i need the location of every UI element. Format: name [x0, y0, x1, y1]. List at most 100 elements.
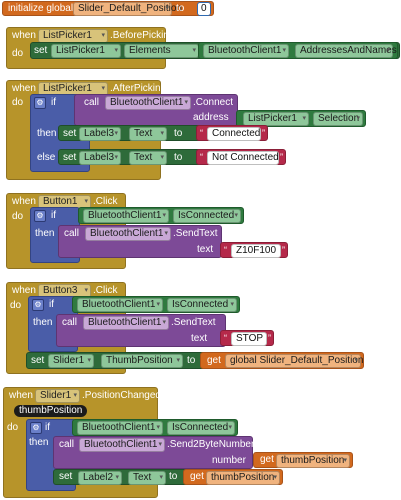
do-keyword: do	[12, 48, 24, 59]
chevron-down-icon: ▾	[356, 115, 360, 122]
number-socket-label: number	[212, 455, 246, 466]
get-variable-dropdown[interactable]: thumbPosition▾	[206, 471, 280, 485]
call-block-send2bytenumber[interactable]: call BluetoothClient1▾ .Send2ByteNumber …	[53, 436, 255, 469]
text-block-stop[interactable]: “ STOP ”	[220, 330, 274, 346]
else-text-value[interactable]: Not Connected	[207, 151, 279, 165]
gear-icon[interactable]: ⚙	[34, 97, 46, 109]
set-block-label2-text[interactable]: set Label2▾ Text▾ to	[53, 469, 193, 485]
call-block-sendtext-z10f100[interactable]: call BluetoothClient1▾ .SendText text	[58, 225, 222, 258]
chevron-down-icon: ▾	[160, 130, 164, 137]
if-keyword: if	[45, 422, 50, 433]
chevron-down-icon: ▾	[114, 130, 118, 137]
text-block-z10f100[interactable]: “ Z10F100 ”	[220, 242, 288, 258]
gear-icon[interactable]: ⚙	[34, 210, 46, 222]
get-variable-dropdown[interactable]: thumbPosition▾	[276, 454, 350, 468]
value-component-dropdown[interactable]: BluetoothClient1▾	[203, 44, 289, 58]
cond-component-dropdown[interactable]: BluetoothClient1▾	[83, 209, 169, 223]
event-component-dropdown[interactable]: ListPicker1▾	[38, 29, 108, 43]
then-text-value[interactable]: Connected	[207, 127, 261, 141]
to-keyword: to	[176, 3, 185, 14]
do-keyword: do	[12, 97, 24, 108]
to-keyword: to	[174, 128, 183, 139]
chevron-down-icon: ▾	[156, 301, 160, 308]
chevron-down-icon: ▾	[101, 32, 105, 39]
global-var-name-field[interactable]: Slider_Default_Position▾	[73, 2, 182, 16]
chevron-down-icon: ▾	[165, 5, 169, 12]
cond-property-dropdown[interactable]: IsConnected▾	[173, 209, 241, 223]
sendtext-value-stop[interactable]: STOP	[231, 332, 267, 346]
set-component-dropdown[interactable]: ListPicker1▾	[51, 44, 121, 58]
when-keyword: when	[9, 390, 33, 401]
get-block-thumbposition-set[interactable]: get thumbPosition▾	[183, 469, 283, 485]
event-name: .PositionChanged	[82, 390, 161, 401]
cond-component-dropdown[interactable]: BluetoothClient1▾	[77, 298, 163, 312]
chevron-down-icon: ▾	[87, 357, 91, 364]
set-keyword: set	[59, 471, 73, 482]
else-property-dropdown[interactable]: Text▾	[129, 151, 167, 165]
cond-property-dropdown[interactable]: IsConnected▾	[167, 298, 237, 312]
address-property-dropdown[interactable]: Selection▾	[313, 112, 363, 126]
sendtext-value-z10f100[interactable]: Z10F100	[231, 244, 281, 258]
then-component-dropdown[interactable]: Label3▾	[79, 127, 121, 141]
set-block-slider-thumbposition[interactable]: set Slider1▾ ThumbPosition▾ to	[26, 352, 206, 369]
get-block-global-default[interactable]: get global Slider_Default_Position▾	[200, 352, 364, 369]
component-prop-bluetooth-addresses[interactable]: BluetoothClient1▾ AddressesAndNames▾	[198, 42, 398, 59]
component-prop-isconnected[interactable]: BluetoothClient1▾ IsConnected▾	[72, 296, 240, 313]
value-property-dropdown[interactable]: AddressesAndNames▾	[295, 44, 397, 58]
do-keyword: do	[12, 211, 24, 222]
event-name: .BeforePicking	[110, 30, 175, 41]
text-block-connected[interactable]: “ Connected ”	[196, 125, 268, 141]
chevron-down-icon: ▾	[84, 287, 88, 294]
chevron-down-icon: ▾	[73, 392, 77, 399]
event-parameter-thumbposition[interactable]: thumbPosition	[14, 405, 88, 417]
do-keyword: do	[10, 300, 22, 311]
set-component-dropdown[interactable]: Label2▾	[78, 471, 122, 485]
set-property-dropdown[interactable]: Elements▾	[124, 44, 199, 58]
chevron-down-icon: ▾	[164, 230, 168, 237]
cond-component-dropdown[interactable]: BluetoothClient1▾	[77, 421, 163, 435]
set-block-label3-connected[interactable]: set Label3▾ Text▾ to	[58, 125, 208, 141]
gear-icon[interactable]: ⚙	[32, 299, 44, 311]
event-component-dropdown[interactable]: Button1▾	[38, 195, 91, 209]
call-block-sendtext-stop[interactable]: call BluetoothClient1▾ .SendText text	[56, 314, 226, 347]
set-property-dropdown[interactable]: Text▾	[128, 471, 166, 485]
call-keyword: call	[64, 228, 80, 239]
chevron-down-icon: ▾	[114, 154, 118, 161]
text-block-not-connected[interactable]: “ Not Connected ”	[196, 149, 286, 165]
open-quote: “	[200, 128, 203, 138]
else-component-dropdown[interactable]: Label3▾	[79, 151, 121, 165]
cond-property-dropdown[interactable]: IsConnected▾	[167, 421, 235, 435]
call-block-connect[interactable]: call BluetoothClient1▾ .Connect address	[74, 94, 238, 126]
close-quote: ”	[282, 245, 285, 255]
set-component-dropdown[interactable]: Slider1▾	[48, 354, 94, 368]
initialize-global-keyword: initialize global	[8, 3, 74, 14]
set-property-dropdown[interactable]: ThumbPosition▾	[101, 354, 183, 368]
then-property-dropdown[interactable]: Text▾	[129, 127, 167, 141]
open-quote: “	[224, 245, 227, 255]
call-component-dropdown[interactable]: BluetoothClient1▾	[79, 438, 165, 452]
call-method-name: .Connect	[193, 97, 234, 108]
get-keyword: get	[207, 355, 221, 366]
set-block-label3-not-connected[interactable]: set Label3▾ Text▾ to	[58, 149, 208, 165]
chevron-down-icon: ▾	[302, 115, 306, 122]
call-component-dropdown[interactable]: BluetoothClient1▾	[105, 96, 191, 110]
gear-icon[interactable]: ⚙	[30, 422, 42, 434]
call-method-name: .Send2ByteNumber	[167, 439, 255, 450]
component-prop-isconnected[interactable]: BluetoothClient1▾ IsConnected▾	[72, 419, 238, 436]
event-name: .AfterPicking	[110, 83, 167, 94]
event-component-dropdown[interactable]: Slider1▾	[35, 389, 80, 403]
address-component-dropdown[interactable]: ListPicker1▾	[243, 112, 309, 126]
call-component-dropdown[interactable]: BluetoothClient1▾	[83, 316, 169, 330]
call-component-dropdown[interactable]: BluetoothClient1▾	[85, 227, 171, 241]
chevron-down-icon: ▾	[176, 357, 180, 364]
chevron-down-icon: ▾	[343, 457, 347, 464]
initialize-global-block[interactable]: initialize global Slider_Default_Positio…	[2, 1, 214, 16]
call-keyword: call	[59, 439, 75, 450]
get-variable-dropdown[interactable]: global Slider_Default_Position▾	[225, 354, 363, 368]
component-prop-isconnected[interactable]: BluetoothClient1▾ IsConnected▾	[78, 207, 244, 224]
get-block-thumbposition-number[interactable]: get thumbPosition▾	[253, 452, 353, 468]
address-socket-label: address	[193, 112, 229, 123]
component-prop-listpicker-selection[interactable]: ListPicker1▾ Selection▾	[236, 110, 366, 127]
set-keyword: set	[31, 355, 45, 366]
init-number-value[interactable]: 0	[197, 2, 211, 16]
